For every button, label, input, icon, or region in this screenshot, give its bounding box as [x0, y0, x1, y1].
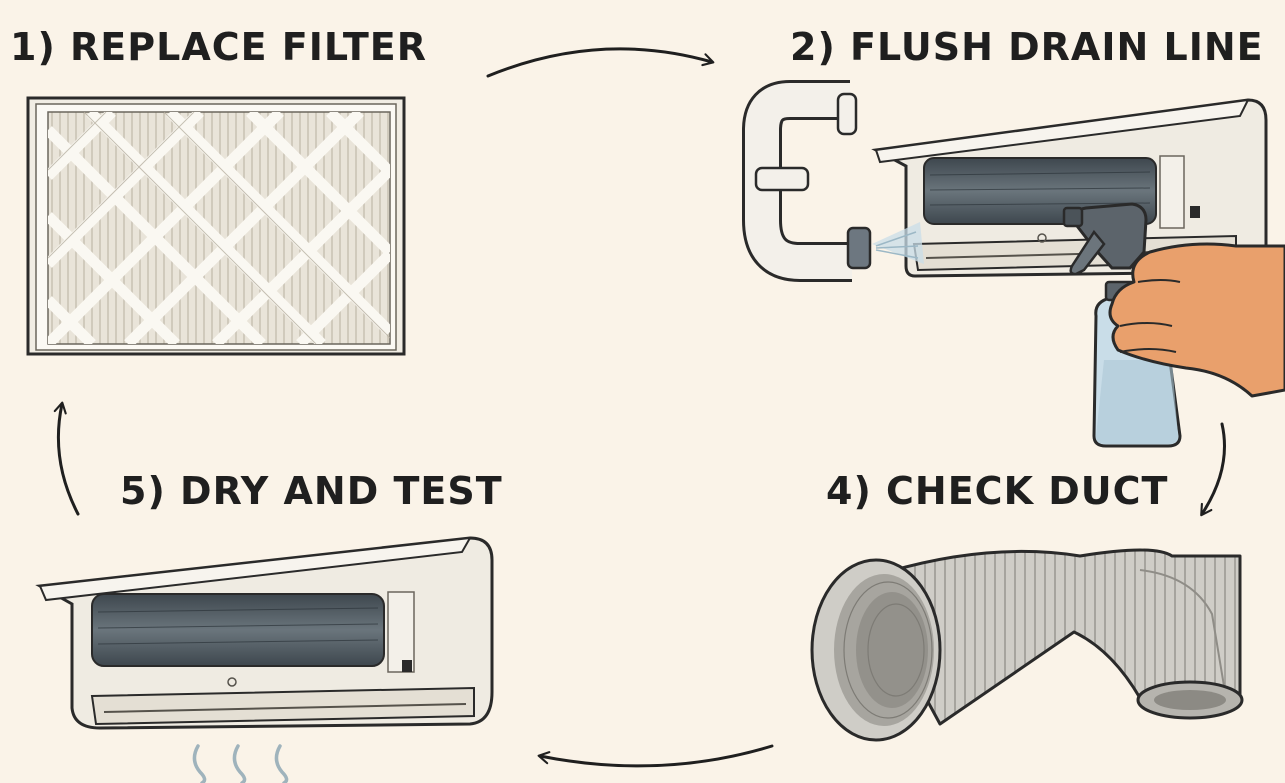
arrow-4-to-5	[537, 744, 774, 768]
step-5-label: 5) DRY AND TEST	[120, 469, 503, 513]
air-filter-icon	[26, 96, 406, 356]
drain-line-icon	[742, 80, 1285, 448]
step-2-label: 2) FLUSH DRAIN LINE	[790, 25, 1264, 69]
flexible-duct-icon	[810, 548, 1244, 742]
arrow-2-to-4	[1200, 422, 1226, 517]
arrow-5-to-1	[53, 401, 80, 516]
airflow-lines	[192, 744, 289, 783]
arrow-1-to-2	[486, 47, 715, 78]
hand-icon	[1108, 242, 1285, 398]
ac-unit-icon	[35, 536, 494, 783]
flow-arrows	[53, 47, 1226, 768]
step-1-label: 1) REPLACE FILTER	[10, 25, 427, 69]
step-4-label: 4) CHECK DUCT	[826, 469, 1169, 513]
